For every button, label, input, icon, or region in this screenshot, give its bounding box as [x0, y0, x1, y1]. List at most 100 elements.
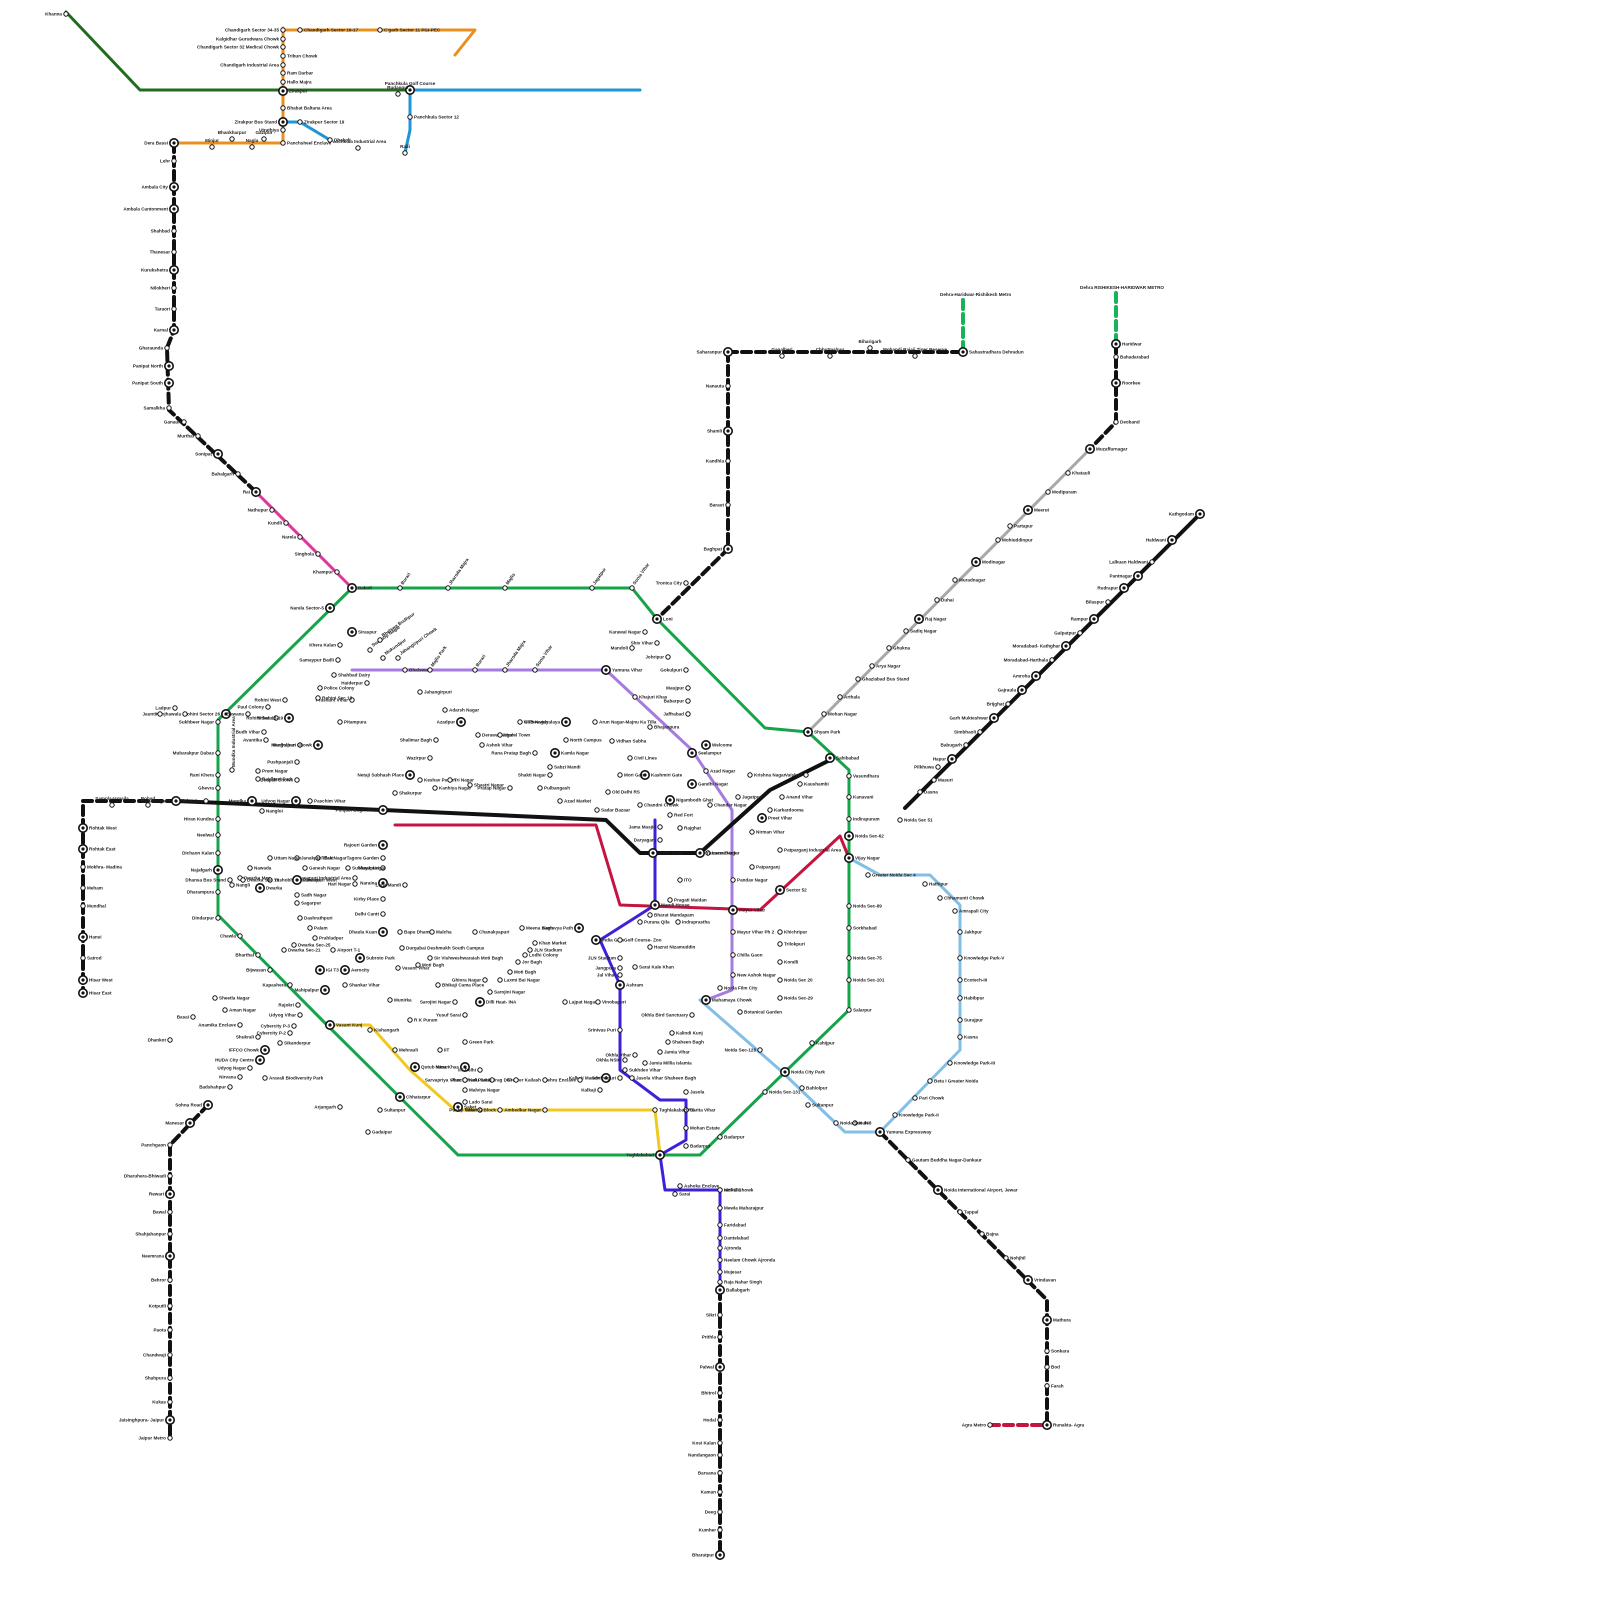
station-prithla[interactable]: Prithla	[702, 1334, 723, 1340]
station-delhi-gate[interactable]: Delhi Gate	[647, 847, 682, 858]
station-bakoli[interactable]: Bakoli	[346, 582, 372, 593]
station-partapur[interactable]: Partapur	[1007, 523, 1033, 529]
station-noida-sec-69[interactable]: Noida Sec-69	[846, 903, 882, 909]
station-neelam-chowk-ajronda[interactable]: Neelam Chowk Ajronda	[717, 1257, 776, 1263]
station-paschim-vihar[interactable]: Paschim Vihar	[307, 798, 346, 804]
station-chandigarh-sector-34-35[interactable]: Chandigarh Sector 34-35	[225, 27, 286, 33]
station-kanhiya-nagar[interactable]: Kanhiya Nagar	[432, 785, 472, 791]
station-lado-sarai[interactable]: Lado Sarai	[462, 1099, 493, 1105]
station-jangpura[interactable]: Jangpura	[595, 965, 623, 971]
station-babarpur[interactable]: Babarpur	[664, 698, 691, 704]
station-mohan-estate[interactable]: Mohan Estate	[683, 1125, 721, 1131]
station-netaji-subhash-place[interactable]: Netaji Subhash Place	[358, 769, 415, 780]
station-huda-city-centre[interactable]: HUDA City Centre	[215, 1055, 266, 1066]
station-yamuna-expressway[interactable]: Yamuna Expressway	[874, 1127, 932, 1138]
station-budanpur[interactable]: Budanpur	[387, 85, 409, 97]
station-chandigarh-sector-16-17[interactable]: Chandigarh Sector 16-17	[297, 27, 359, 33]
station-laxmi-nagar[interactable]: Laxmi Nagar	[705, 850, 740, 856]
station-knowledge-park-v[interactable]: Knowledge Park-V	[957, 955, 1005, 961]
station-dwarka-sec-25[interactable]: Dwarka Sec-25	[291, 942, 331, 948]
station-rai[interactable]: Rai	[243, 486, 262, 497]
station-vasant-vihar[interactable]: Vasant Vihar	[395, 965, 430, 971]
station-runakta-agra[interactable]: Runakta- Agra	[1042, 1420, 1085, 1431]
station-kamla-nagar[interactable]: Kamla Nagar	[549, 747, 589, 758]
station-kasna[interactable]: Kasna	[957, 1034, 978, 1040]
station-kalkaji-mandir[interactable]: Kalkaji Mandir	[569, 1073, 611, 1084]
station-iit[interactable]: IIT	[437, 1047, 450, 1053]
station-indraprastha[interactable]: Indraprastha	[675, 919, 710, 925]
station-cybercity-p-3[interactable]: Cybercity P-3	[261, 1023, 297, 1029]
station-ghaziabad-bus-stand[interactable]: Ghaziabad Bus Stand	[855, 676, 910, 682]
station-botanical-garden[interactable]: Botanical Garden	[737, 1009, 782, 1015]
station-modinagar[interactable]: Modinagar	[970, 556, 1006, 567]
station-patparganj[interactable]: Patparganj	[749, 864, 780, 870]
station-pulbangash[interactable]: Pulbangash	[537, 785, 570, 791]
station-vrindavan[interactable]: Vrindavan	[1022, 1275, 1056, 1286]
station-daryaganj[interactable]: Daryaganj	[634, 837, 663, 843]
station-noida-sec-62[interactable]: Noida Sec-62	[843, 830, 884, 841]
station-palwal[interactable]: Palwal	[700, 1362, 725, 1373]
station-aerocity[interactable]: Aerocity	[339, 964, 370, 975]
station-sheetla-nagar[interactable]: Sheetla Nagar	[212, 995, 250, 1001]
station-hapur[interactable]: Hapur	[933, 753, 957, 764]
station-greater-kailash[interactable]: Greater Kailash	[507, 1077, 548, 1083]
station-mundka[interactable]: Mundka	[229, 795, 258, 806]
station-mundhal[interactable]: Mundhal	[80, 903, 106, 909]
station-ganaur[interactable]: Ganaur	[164, 419, 187, 425]
station-sarojini-nagar[interactable]: Sarojini Nagar	[420, 999, 458, 1005]
station-kaushambi[interactable]: Kaushambi	[797, 781, 829, 787]
station-dharuhera-bhiwadi[interactable]: Dharuhera-Bhiwadi	[124, 1173, 173, 1179]
station-utrathiya[interactable]: Utrathiya	[259, 127, 286, 133]
station-rohini-sec-18[interactable]: Rohini Sec 18	[315, 695, 353, 701]
station-kahijpur[interactable]: Kahijpur	[809, 1040, 835, 1046]
station-sarita-vihar[interactable]: Sarita Vihar	[683, 1107, 716, 1113]
station-rohtak-west[interactable]: Rohtak West	[78, 822, 117, 833]
station-pushpanjali[interactable]: Pushpanjali	[267, 759, 300, 765]
station-nandangaon[interactable]: Nandangaon	[688, 1452, 723, 1458]
station-cybercity-p-2[interactable]: Cybercity P-2	[257, 1030, 293, 1036]
station-hazrat-nizamuddin[interactable]: Hazrat Nizamuddin	[647, 944, 696, 950]
station-knowledge-park-ii[interactable]: Knowledge Park-II	[892, 1112, 939, 1118]
station-rani-khera[interactable]: Rani Khera	[190, 772, 221, 778]
station-sikanderpur[interactable]: Sikanderpur	[277, 1040, 311, 1046]
station-pratap-nagar[interactable]: Pratap Nagar	[477, 785, 513, 791]
station-salarpur[interactable]: Salarpur	[846, 1007, 872, 1013]
station-iffco-chowk[interactable]: IFFCO Chowk	[229, 1045, 270, 1056]
station-vishwavidyalaya[interactable]: Vishwavidyalaya	[524, 716, 571, 727]
station-trilokpuri[interactable]: Trilokpuri	[777, 941, 805, 947]
station-tughlakabad-rs[interactable]: Tughlakabad RS	[652, 1107, 695, 1113]
station-sohna-road[interactable]: Sohna Road	[175, 1100, 214, 1111]
station-noida-city-park[interactable]: Noida City Park	[779, 1067, 826, 1078]
station-taraori[interactable]: Taraori	[155, 306, 177, 312]
station-arthala[interactable]: Arthala	[837, 694, 860, 700]
station-wazirpur[interactable]: Wazirpur	[407, 755, 433, 761]
station-jasola[interactable]: Jasola	[683, 1089, 705, 1095]
station-nhpc-chowk[interactable]: NHPC Chowk	[717, 1187, 754, 1193]
station-meerut[interactable]: Meerut	[1022, 504, 1050, 515]
station-habibpur[interactable]: Habibpur	[957, 995, 985, 1001]
station-jaisinghpura-jaipur[interactable]: Jaisinghpura- Jaipur	[119, 1415, 176, 1426]
station-chandigarh-industrial-area[interactable]: Chandigarh Industrial Area	[220, 62, 286, 68]
station-model-town[interactable]: Model Town	[497, 732, 531, 738]
station-north-campus[interactable]: North Campus	[563, 737, 602, 743]
station-panchsheel-enclave[interactable]: Panchsheel Enclave	[280, 140, 332, 146]
station-jakhpur[interactable]: Jakhpur	[957, 929, 982, 935]
station-panchgaon[interactable]: Panchgaon	[141, 1142, 173, 1148]
station-ladpur[interactable]: Ladpur	[155, 705, 178, 711]
station-welcome[interactable]: Welcome	[700, 739, 733, 750]
station-chhatarpur[interactable]: Chhatarpur	[394, 1092, 431, 1103]
station-shahpura[interactable]: Shahpura	[145, 1375, 173, 1381]
station-jahangirpuri[interactable]: Jahangirpuri	[417, 689, 452, 695]
station-azad-nagar[interactable]: Azad Nagar	[703, 768, 736, 774]
station-jamia-vihar[interactable]: Jamia Vihar	[657, 1049, 690, 1055]
station-hodal[interactable]: Hodal	[703, 1417, 723, 1423]
station-mandi-house[interactable]: Mandi House	[649, 899, 690, 910]
station-azad-market[interactable]: Azad Market	[557, 798, 592, 804]
station-chandigarh-sector-32-medical-chowk[interactable]: Chandigarh Sector 32 Medical Chowk	[197, 44, 286, 50]
station-khan-market[interactable]: Khan Market	[532, 940, 567, 946]
station-uttam-nagar[interactable]: Uttam Nagar	[267, 855, 302, 861]
station-mayapuri-industrial-area[interactable]: Mayapuri Industrial Area	[298, 875, 358, 881]
station-govindpuri[interactable]: Govindpuri	[592, 1075, 623, 1081]
station-pandav-nagar[interactable]: Pandav Nagar	[730, 877, 768, 883]
station-shyam-park[interactable]: Shyam Park	[802, 726, 841, 737]
